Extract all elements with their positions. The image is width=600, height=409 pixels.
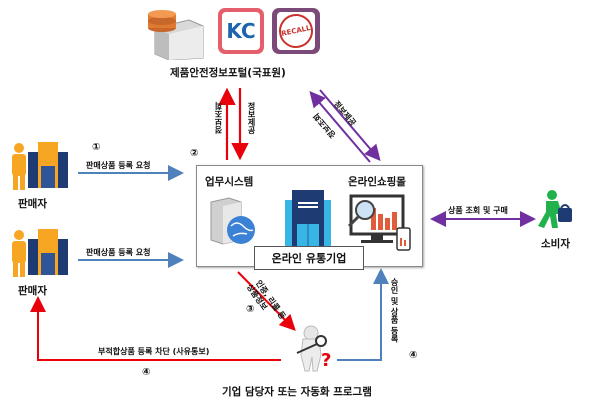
seller-icon <box>12 229 70 277</box>
inspector-label: 기업 담당자 또는 자동화 프로그램 <box>222 386 372 398</box>
query-label: 정보조회 <box>214 102 223 134</box>
building-icon <box>285 190 331 254</box>
inspector-icon <box>287 325 337 377</box>
product-info-arrow <box>237 271 296 331</box>
kc-certification-icon: KC <box>218 8 264 54</box>
recall-icon: RECALL <box>272 8 320 54</box>
seller-1-request-label: 판매상품 등록 요청 <box>86 161 151 170</box>
mall-portal-arrow-down <box>319 89 381 162</box>
online-mall-label: 온라인쇼핑몰 <box>348 176 406 188</box>
seller-2-request-label: 판매상품 등록 요청 <box>86 248 151 257</box>
server-globe-icon <box>207 196 259 250</box>
step-4-right: ④ <box>409 350 418 361</box>
shopping-mall-monitor-icon <box>347 194 412 258</box>
step-3: ③ <box>246 304 255 315</box>
consumer-icon <box>536 190 576 234</box>
consumer-label: 소비자 <box>541 238 570 250</box>
block-notice-arrow <box>30 296 281 361</box>
portal-title: 제품안전정보포털(국표원) <box>170 67 286 79</box>
block-notice-label: 부적합상품 등록 차단 (사유통보) <box>98 347 210 356</box>
seller-2: 판매자 <box>8 227 70 302</box>
business-system-label: 업무시스템 <box>205 176 254 188</box>
mall-portal-arrow-up <box>309 90 371 163</box>
step-2: ② <box>190 148 199 159</box>
step-1: ① <box>92 142 101 153</box>
approve-arrow <box>337 268 389 361</box>
database-server-icon <box>145 6 207 61</box>
seller-2-label: 판매자 <box>18 285 47 297</box>
approve-register-label: 승인 및 상품 등록 <box>390 278 399 343</box>
seller-1: 판매자 <box>8 140 70 215</box>
company-name-label: 온라인 유통기업 <box>254 246 364 270</box>
provide-label: 정보제공 <box>247 102 256 134</box>
seller-icon <box>12 142 70 190</box>
question-mark-icon: ? <box>321 350 332 371</box>
seller-1-label: 판매자 <box>18 198 47 210</box>
step-4-left: ④ <box>142 367 151 378</box>
consumer-flow-label: 상품 조회 및 구매 <box>448 206 508 215</box>
